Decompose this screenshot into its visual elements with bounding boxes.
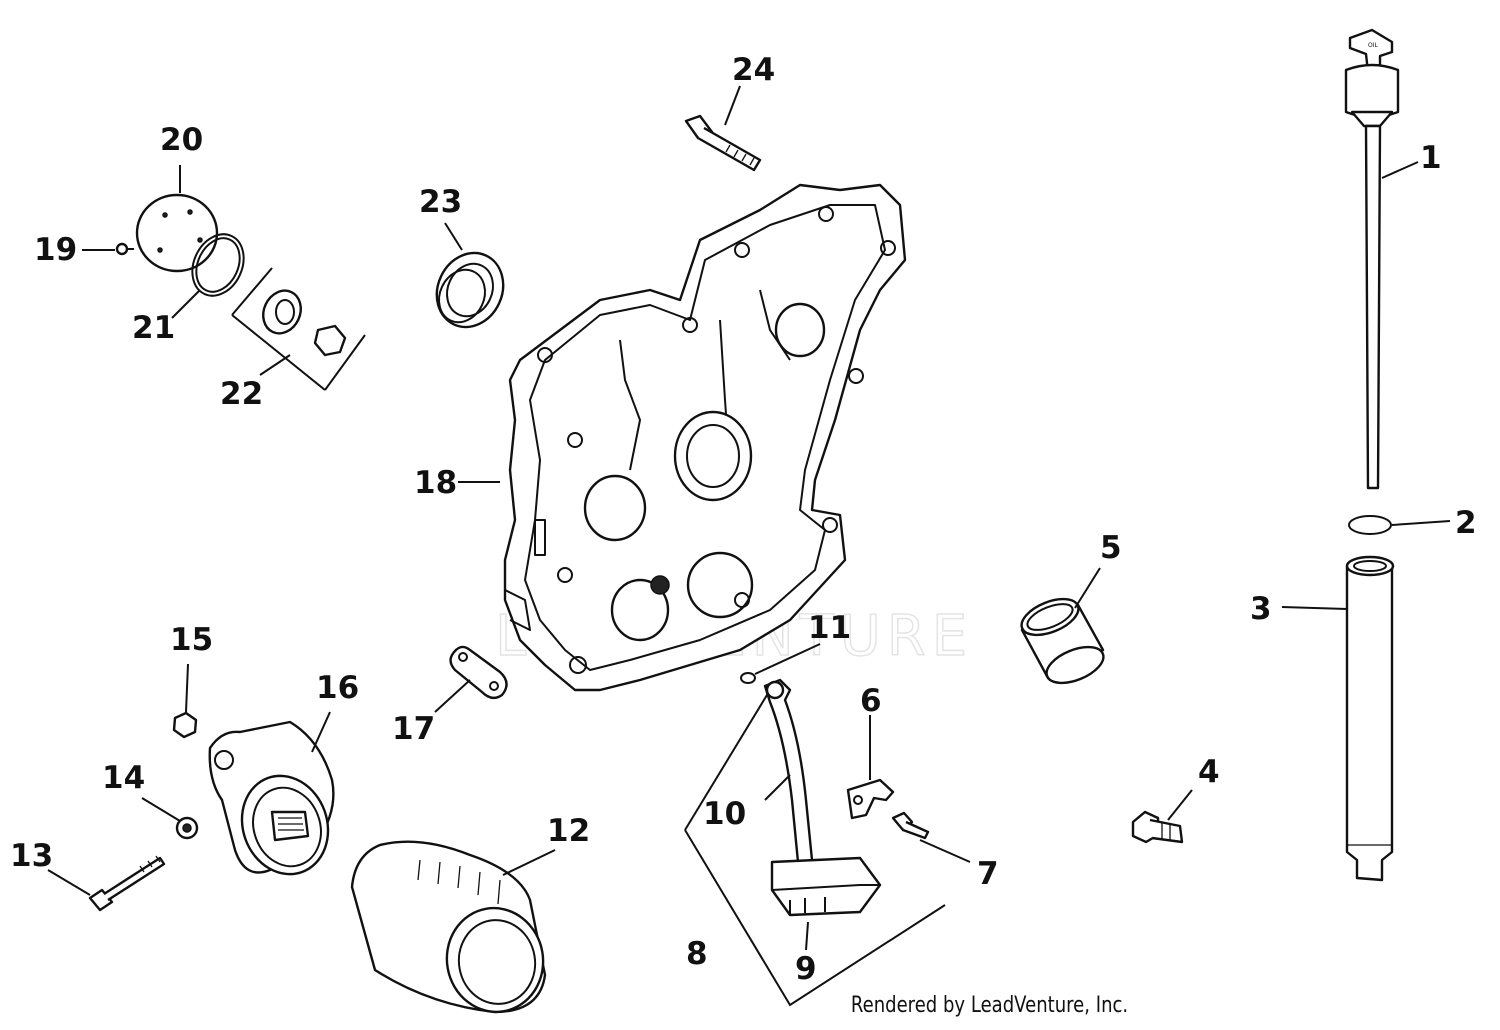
o-ring-21 — [191, 233, 245, 297]
callout-6: 6 — [860, 683, 882, 719]
callout-5: 5 — [1100, 530, 1122, 566]
bearing-5 — [1020, 597, 1105, 685]
callout-8: 8 — [686, 936, 708, 972]
callout-13: 13 — [10, 838, 53, 874]
callout-19: 19 — [34, 232, 77, 268]
callout-9: 9 — [795, 951, 817, 987]
screw-7 — [891, 811, 930, 840]
gear-cover — [503, 183, 907, 692]
washer-14 — [175, 816, 199, 840]
callout-14: 14 — [102, 760, 145, 796]
callout-15: 15 — [170, 622, 213, 658]
callout-12: 12 — [547, 813, 590, 849]
clip-6 — [846, 778, 895, 820]
callout-24: 24 — [732, 52, 775, 88]
callout-3: 3 — [1250, 591, 1272, 627]
callout-2: 2 — [1455, 505, 1477, 541]
screen-9 — [770, 856, 882, 917]
callout-11: 11 — [808, 610, 851, 646]
callout-4: 4 — [1198, 754, 1220, 790]
callout-23: 23 — [419, 184, 462, 220]
leader-lines — [47, 85, 1451, 951]
drain-plug-4 — [1131, 810, 1184, 844]
callout-18: 18 — [414, 465, 457, 501]
pump-kit-22 — [231, 267, 366, 391]
callout-7: 7 — [977, 856, 999, 892]
callout-1: 1 — [1420, 140, 1442, 176]
bolt-24 — [684, 114, 762, 172]
dipstick-1: OIL — [1344, 28, 1400, 490]
callout-labels: 1 2 3 4 5 6 7 8 9 10 11 12 13 14 15 16 1… — [10, 52, 1477, 987]
callout-22: 22 — [220, 376, 263, 412]
pickup-assembly-8 — [684, 689, 946, 1007]
pickup-tube-10 — [763, 678, 814, 864]
bolt-13 — [88, 855, 166, 912]
o-ring-2 — [1348, 515, 1392, 535]
o-ring-11 — [740, 672, 756, 684]
nut-15 — [172, 711, 198, 739]
oil-filter-12 — [350, 840, 547, 1014]
filter-adapter-16 — [208, 720, 335, 876]
gasket-17 — [449, 645, 508, 700]
dipstick-tube-3 — [1345, 555, 1395, 882]
oil-seal-23 — [435, 251, 505, 329]
callout-17: 17 — [392, 711, 435, 747]
callout-20: 20 — [160, 122, 203, 158]
dipstick-marking: OIL — [1368, 42, 1378, 49]
callout-10: 10 — [703, 796, 746, 832]
callout-16: 16 — [316, 670, 359, 706]
callout-21: 21 — [132, 310, 175, 346]
screw-19 — [115, 242, 134, 256]
credit-text: Rendered by LeadVenture, Inc. — [850, 993, 1128, 1018]
cover-plate-20 — [135, 193, 219, 273]
